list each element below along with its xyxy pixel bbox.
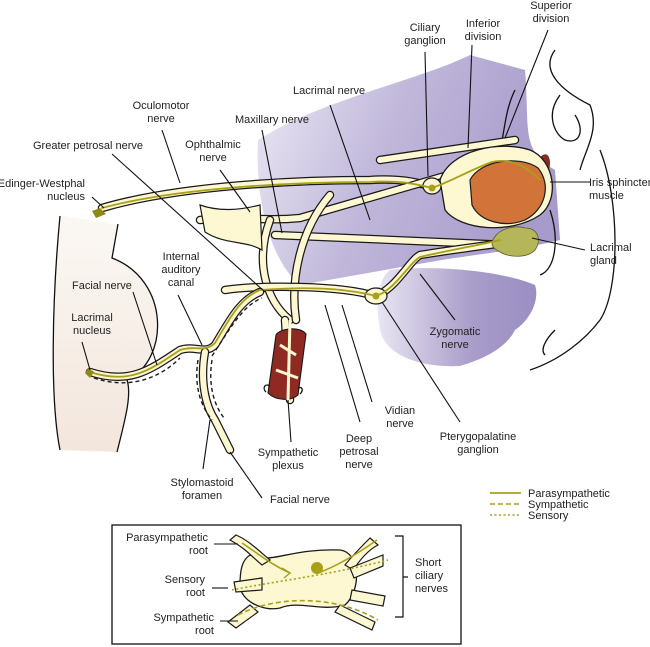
label-maxillary-nerve: Maxillary nerve (235, 114, 309, 126)
legend: Parasympathetic Sympathetic Sensory (490, 488, 610, 522)
label-facial-nerve-lower: Facial nerve (270, 494, 330, 506)
zygomatic-region (377, 268, 537, 367)
lacrimal-gland-shape (491, 226, 539, 257)
leader-lines (81, 29, 590, 499)
ganglion-cell-icon (311, 562, 323, 574)
sympathetic-plexus-shape (263, 319, 307, 401)
sympathetic-fibers (93, 297, 263, 421)
legend-label-sympathetic: Sympathetic (528, 499, 589, 511)
face-outline (499, 49, 616, 371)
legend-label-sensory: Sensory (528, 510, 569, 522)
label-facial-nerve-upper: Facial nerve (72, 280, 132, 292)
label-lacrimal-nerve: Lacrimal nerve (293, 85, 365, 97)
label-greater-petrosal-nerve: Greater petrosal nerve (33, 140, 143, 152)
brainstem-region (52, 215, 159, 453)
legend-label-parasympathetic: Parasympathetic (528, 488, 610, 500)
eyeball (439, 145, 553, 229)
parasympathetic-fibers (85, 160, 541, 378)
